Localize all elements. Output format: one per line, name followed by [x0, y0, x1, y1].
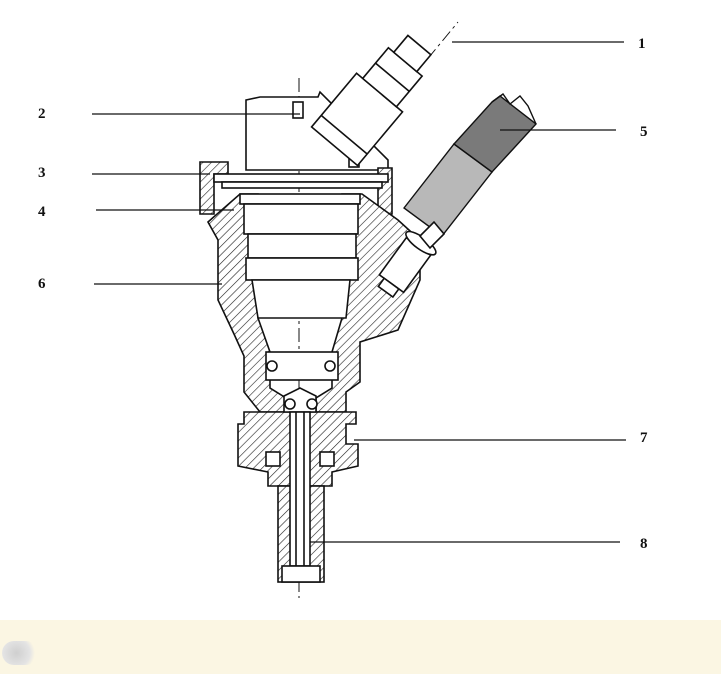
callout-8: 8 [640, 536, 648, 552]
inlet-fitting [377, 230, 437, 299]
callout-7: 7 [640, 430, 648, 446]
callout-1: 1 [638, 36, 646, 52]
cable-bundle [403, 93, 538, 250]
callout-5: 5 [640, 124, 648, 140]
caption-avatar-blur [2, 641, 38, 665]
injector-body [206, 193, 421, 413]
callout-4: 4 [38, 204, 46, 220]
injector-cross-section-diagram: 1 2 3 4 5 6 7 8 [38, 21, 648, 598]
callout-3: 3 [38, 165, 46, 181]
nozzle-tip [277, 411, 325, 583]
callout-6: 6 [38, 276, 46, 292]
leader-lines [92, 41, 626, 543]
retaining-ring [199, 161, 393, 215]
callout-2: 2 [38, 106, 46, 122]
caption-bar [0, 620, 721, 674]
electrical-connector [310, 34, 433, 167]
